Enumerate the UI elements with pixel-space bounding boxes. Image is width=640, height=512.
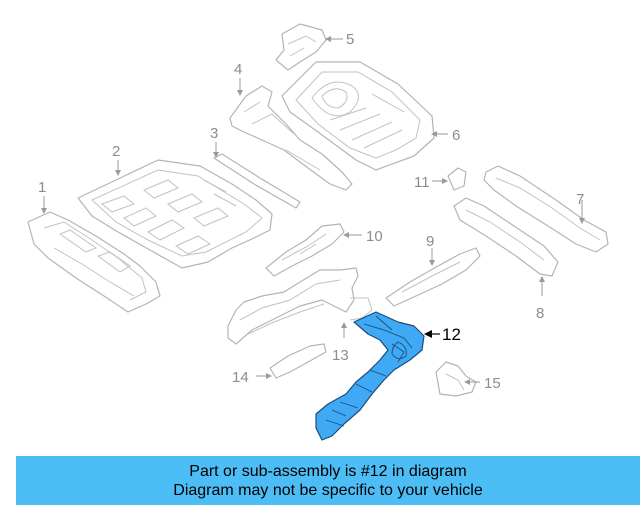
arrow-3 (213, 152, 219, 158)
callout-14[interactable]: 14 (232, 369, 249, 386)
arrow-11 (442, 178, 448, 184)
callout-5[interactable]: 5 (346, 31, 354, 48)
part-12-highlighted[interactable] (315, 311, 425, 441)
callout-8[interactable]: 8 (536, 305, 544, 322)
callout-6[interactable]: 6 (452, 127, 460, 144)
part-9[interactable] (385, 247, 481, 307)
part-13[interactable] (227, 267, 373, 345)
part-10[interactable] (265, 223, 345, 277)
callout-9[interactable]: 9 (426, 233, 434, 250)
arrow-10 (343, 232, 349, 238)
callout-13[interactable]: 13 (332, 347, 349, 364)
arrow-15 (464, 379, 470, 385)
part-3[interactable] (213, 153, 301, 209)
callout-10[interactable]: 10 (366, 228, 383, 245)
callout-2[interactable]: 2 (112, 143, 120, 160)
part-14[interactable] (269, 343, 327, 379)
part-2[interactable] (77, 159, 273, 269)
part-11[interactable] (447, 167, 467, 191)
part-6[interactable] (281, 61, 435, 171)
banner-line-disclaimer: Diagram may not be specific to your vehi… (173, 481, 483, 499)
banner-line-part: Part or sub-assembly is #12 in diagram (189, 462, 467, 480)
callout-4[interactable]: 4 (234, 61, 242, 78)
callout-11[interactable]: 11 (414, 174, 430, 191)
arrow-13 (341, 322, 347, 328)
part-8[interactable] (453, 197, 559, 277)
parts-diagram: 5 6 4 3 2 (27, 23, 609, 441)
arrow-6 (431, 131, 437, 137)
arrow-8 (539, 276, 545, 282)
callout-15[interactable]: 15 (484, 375, 501, 392)
arrow-5 (325, 36, 331, 42)
arrow-7 (579, 218, 585, 224)
arrow-1 (41, 208, 47, 214)
arrow-12 (424, 330, 432, 338)
arrow-2 (115, 170, 121, 176)
part-4[interactable] (229, 85, 353, 191)
arrow-4 (237, 90, 243, 96)
callout-12[interactable]: 12 (442, 325, 461, 344)
arrow-14 (266, 373, 272, 379)
callout-7[interactable]: 7 (576, 191, 584, 208)
part-7[interactable] (483, 165, 609, 253)
part-5[interactable] (275, 23, 327, 71)
part-1[interactable] (27, 211, 161, 313)
arrow-9 (429, 260, 435, 266)
part-info-banner: Part or sub-assembly is #12 in diagram D… (16, 456, 640, 505)
callout-1[interactable]: 1 (38, 179, 46, 196)
callout-3[interactable]: 3 (210, 125, 218, 142)
